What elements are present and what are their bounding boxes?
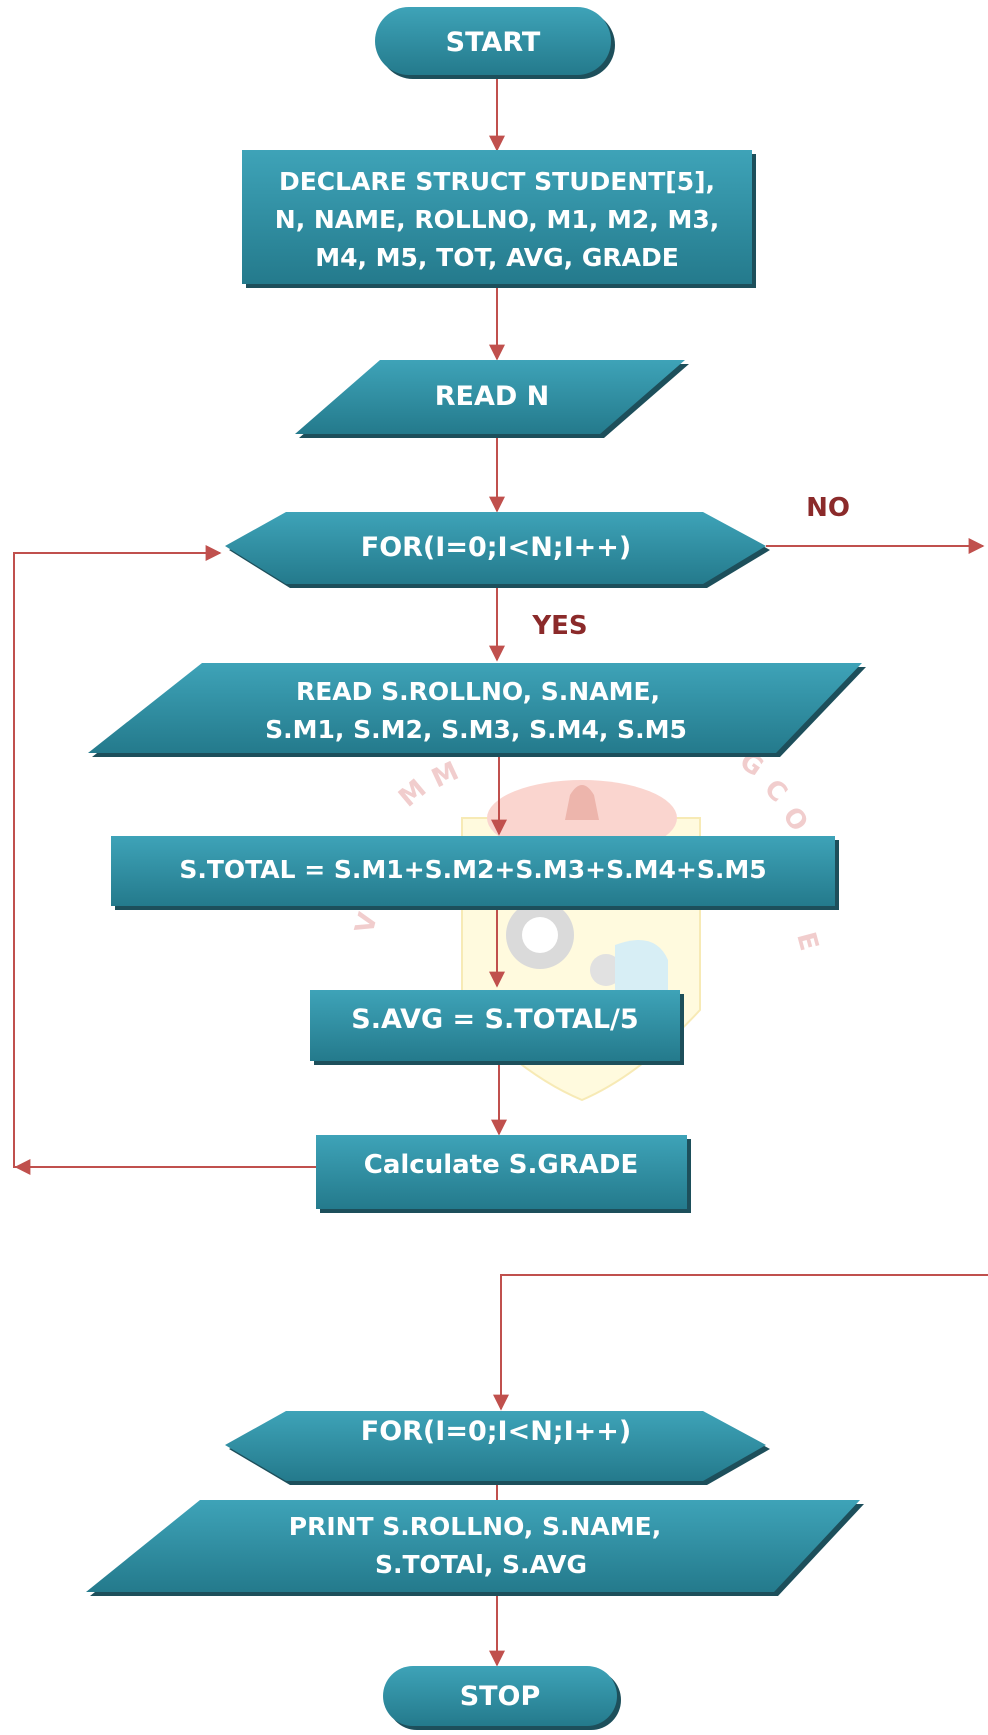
read-n-label: READ N — [435, 381, 550, 412]
grade-label: Calculate S.GRADE — [364, 1150, 638, 1180]
loop1-label: FOR(I=0;I<N;I++) — [361, 532, 631, 563]
print-output: PRINT S.ROLLNO, S.NAME, S.TOTAl, S.AVG — [86, 1500, 864, 1596]
no-label: NO — [806, 493, 850, 523]
svg-text:O: O — [776, 802, 813, 837]
loop-back-line — [13, 545, 316, 1168]
svg-text:V: V — [350, 910, 384, 937]
stop-terminal: STOP — [383, 1666, 621, 1730]
declare-line-1: DECLARE STRUCT STUDENT[5], — [279, 167, 715, 196]
total-process: S.TOTAL = S.M1+S.M2+S.M3+S.M4+S.M5 — [111, 836, 839, 910]
avg-process: S.AVG = S.TOTAL/5 — [310, 990, 684, 1065]
read-marks-line-2: S.M1, S.M2, S.M3, S.M4, S.M5 — [265, 715, 687, 744]
declare-process: DECLARE STRUCT STUDENT[5], N, NAME, ROLL… — [242, 150, 756, 288]
declare-line-3: M4, M5, TOT, AVG, GRADE — [315, 243, 679, 272]
svg-text:E: E — [790, 929, 824, 954]
declare-line-2: N, NAME, ROLLNO, M1, M2, M3, — [275, 205, 719, 234]
print-line-2: S.TOTAl, S.AVG — [375, 1550, 587, 1579]
grade-process: Calculate S.GRADE — [316, 1135, 691, 1213]
svg-text:C: C — [758, 774, 793, 809]
loop2-label: FOR(I=0;I<N;I++) — [361, 1416, 631, 1447]
loop1-decision: FOR(I=0;I<N;I++) — [225, 512, 770, 588]
read-marks-line-1: READ S.ROLLNO, S.NAME, — [296, 677, 660, 706]
read-n-input: READ N — [295, 360, 689, 438]
start-label: START — [446, 27, 541, 58]
connectors — [13, 75, 988, 1667]
start-terminal: START — [375, 7, 615, 79]
read-marks-input: READ S.ROLLNO, S.NAME, S.M1, S.M2, S.M3,… — [88, 663, 866, 757]
svg-text:M: M — [393, 774, 432, 814]
print-line-1: PRINT S.ROLLNO, S.NAME, — [289, 1512, 661, 1541]
arrow-no-to-loop2 — [493, 1274, 988, 1411]
avg-label: S.AVG = S.TOTAL/5 — [351, 1004, 638, 1035]
yes-label: YES — [531, 611, 587, 641]
total-label: S.TOTAL = S.M1+S.M2+S.M3+S.M4+S.M5 — [179, 855, 766, 884]
stop-label: STOP — [460, 1681, 541, 1712]
svg-text:M: M — [427, 756, 463, 794]
loop2-decision: FOR(I=0;I<N;I++) — [225, 1411, 770, 1485]
